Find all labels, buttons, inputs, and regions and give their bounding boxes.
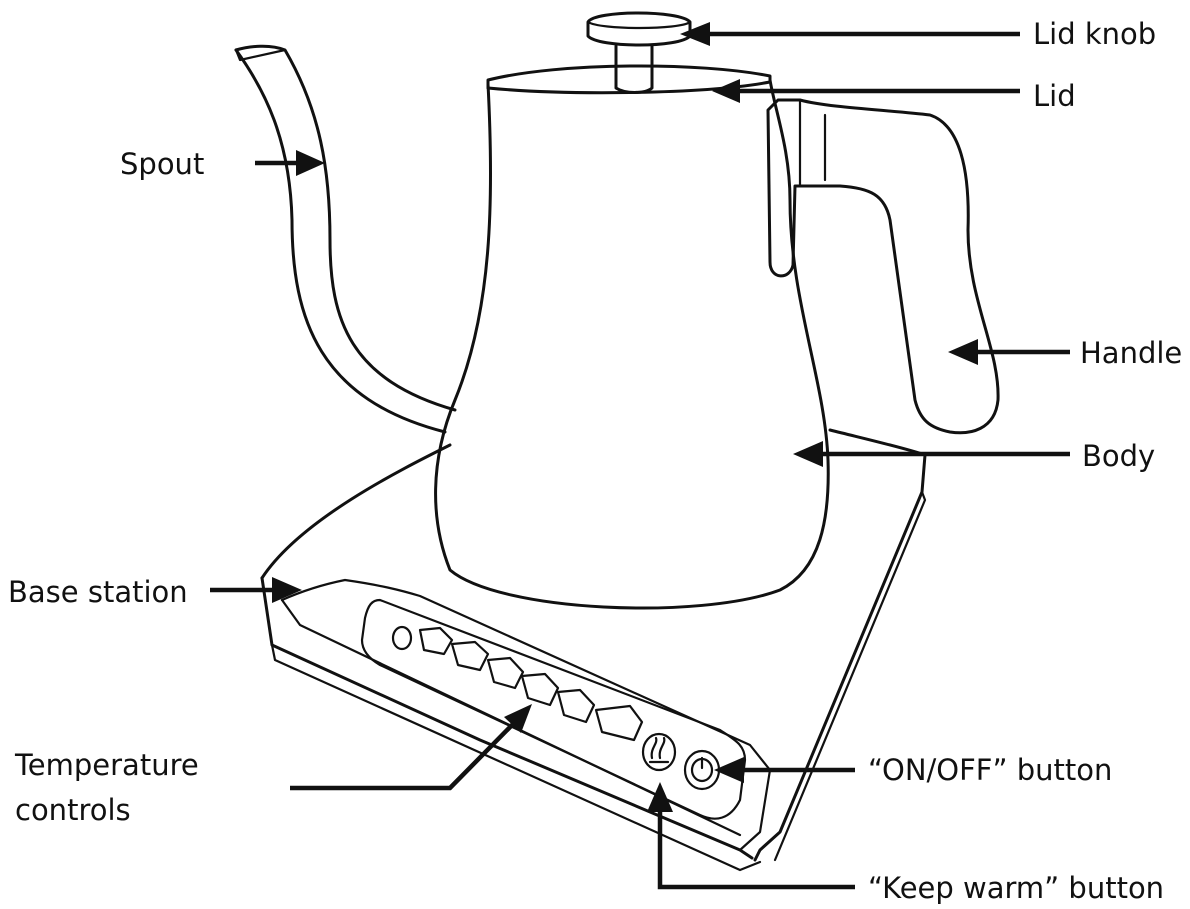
label-temperature-controls-line2: controls: [15, 793, 131, 827]
label-keep-warm-button: “Keep warm” button: [868, 871, 1165, 905]
arrows: [210, 22, 1070, 890]
label-base-station: Base station: [8, 575, 188, 609]
base-station-drawing: [260, 428, 927, 872]
label-handle: Handle: [1080, 336, 1183, 370]
label-body: Body: [1082, 439, 1156, 473]
kettle-body-drawing: [234, 11, 1000, 610]
label-lid: Lid: [1033, 79, 1076, 113]
temperature-buttons: [391, 625, 644, 742]
label-on-off-button: “ON/OFF” button: [868, 753, 1113, 787]
power-icon: [683, 749, 721, 791]
label-spout: Spout: [120, 147, 205, 181]
label-lid-knob: Lid knob: [1033, 17, 1157, 51]
label-temperature-controls-line1: Temperature: [15, 748, 199, 782]
keep-warm-icon: [641, 732, 677, 772]
